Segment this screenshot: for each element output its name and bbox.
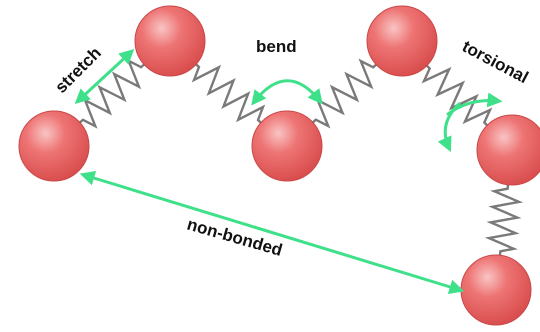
torsional-label: torsional <box>459 37 531 87</box>
atom-6 <box>460 254 532 326</box>
atom-5 <box>476 114 540 186</box>
atom-4 <box>366 5 438 77</box>
spring-bond-3 <box>309 58 380 129</box>
atoms <box>18 5 540 326</box>
bend-label: bend <box>256 37 297 56</box>
interaction-arrows <box>74 48 503 295</box>
spring-bond-4 <box>421 61 493 130</box>
atom-2 <box>134 5 206 77</box>
atom-1 <box>18 110 90 182</box>
bend-arrow <box>251 79 323 106</box>
stretch-arrow <box>74 48 135 105</box>
non-bonded-arrow <box>79 170 465 295</box>
atom-3 <box>251 110 323 182</box>
torsional-arrow-lower <box>437 102 461 153</box>
stretch-label: stretch <box>51 43 105 97</box>
spring-bond-2 <box>191 60 266 127</box>
spring-bond-5 <box>484 180 524 260</box>
